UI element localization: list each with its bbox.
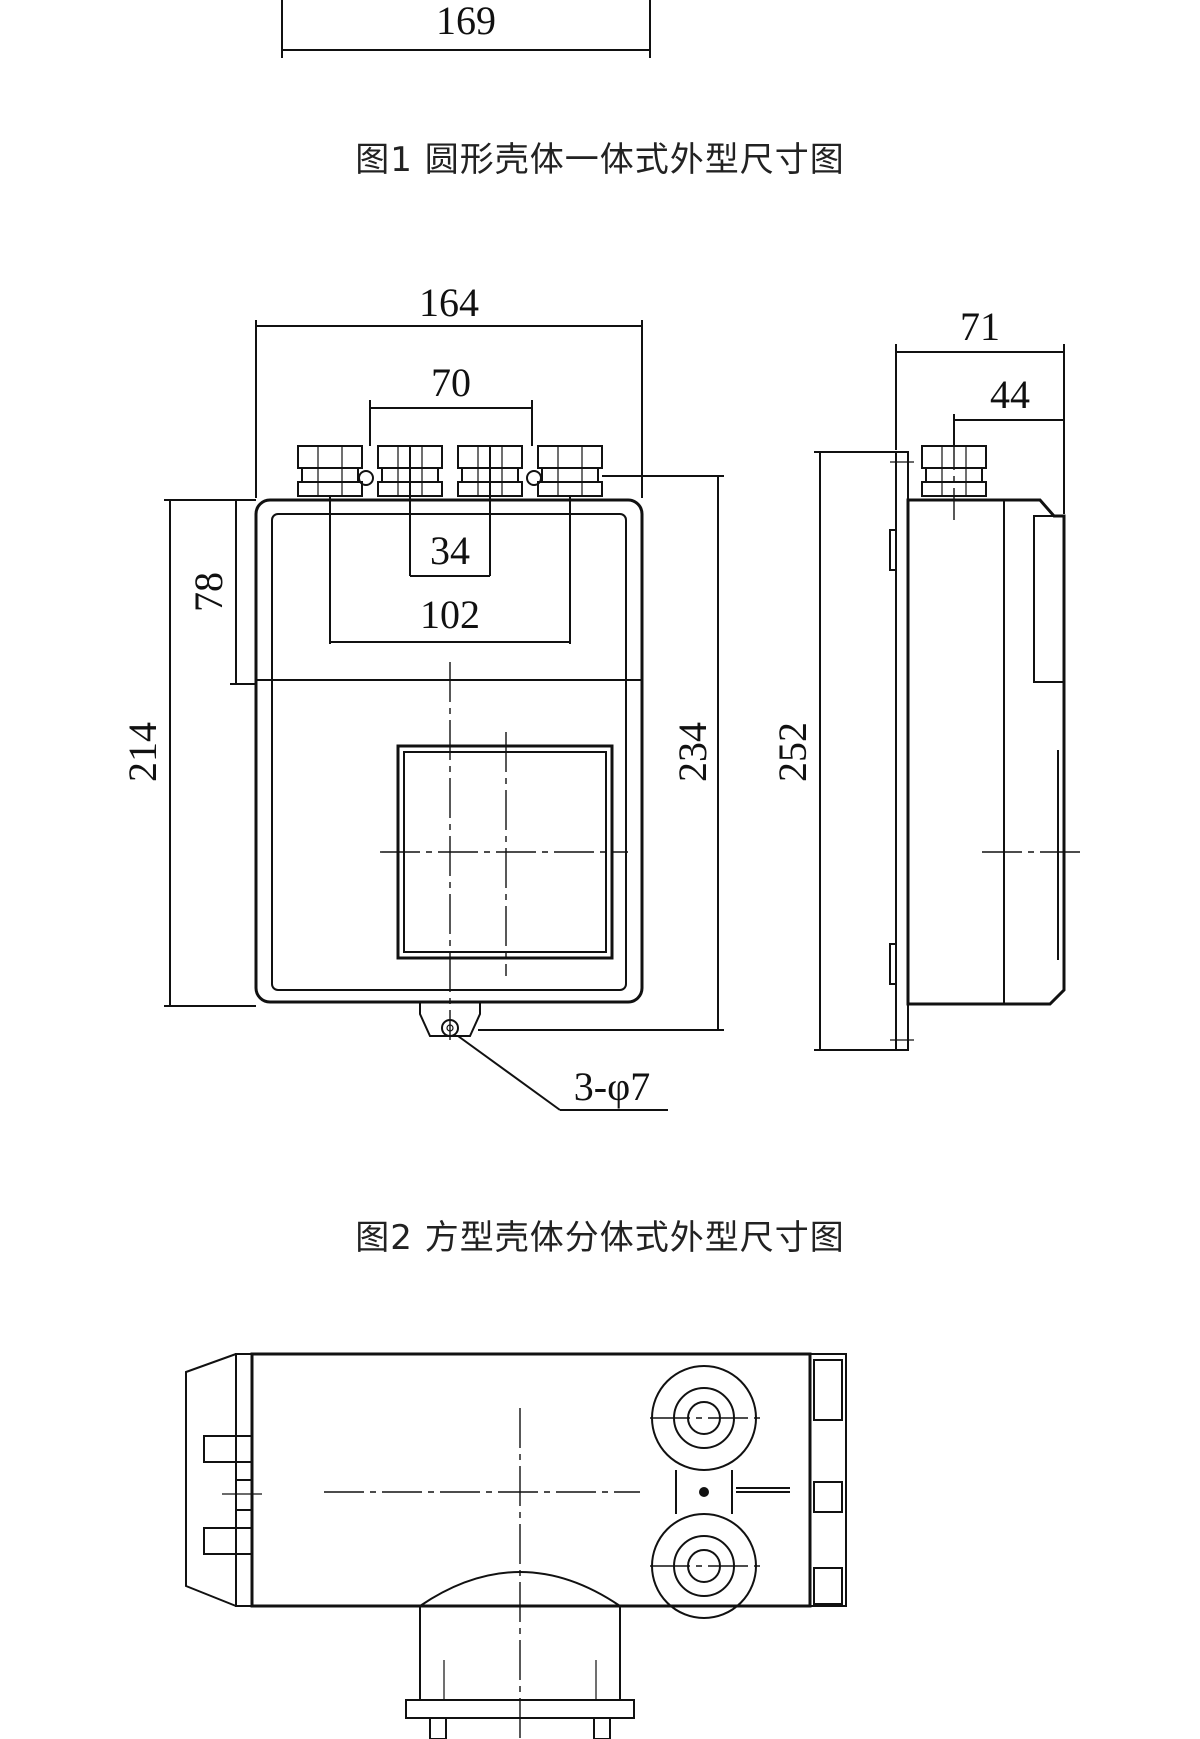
dim-side-depth: 71 bbox=[960, 304, 1000, 349]
dim-inner-span: 102 bbox=[420, 592, 480, 637]
cable-gland bbox=[297, 445, 363, 497]
figure2-side-view: 71 44 252 bbox=[770, 304, 1084, 1051]
cable-gland bbox=[537, 445, 603, 497]
dim-gland-spacing-outer: 70 bbox=[431, 360, 471, 405]
dim-upper-height: 78 bbox=[186, 572, 231, 612]
dim-mounting-holes: 3-φ7 bbox=[574, 1064, 650, 1109]
dim-gland-spacing-inner: 34 bbox=[430, 528, 470, 573]
housing-inner bbox=[271, 513, 627, 991]
figure2-front-view: 3-φ7 164 70 34 102 78 bbox=[120, 280, 724, 1111]
figure1-caption: 图1 圆形壳体一体式外型尺寸图 bbox=[355, 140, 845, 180]
round-glands bbox=[651, 1365, 790, 1619]
figure0-bottom-dimension: 169 bbox=[281, 0, 651, 58]
end-cap bbox=[185, 1353, 237, 1607]
screw-hole bbox=[358, 470, 374, 486]
main-body bbox=[250, 1352, 812, 1608]
figure2-caption: 图2 方型壳体分体式外型尺寸图 bbox=[355, 1218, 845, 1258]
screw-hole bbox=[526, 470, 542, 486]
cable-glands bbox=[297, 445, 603, 497]
housing-outline bbox=[254, 498, 644, 1004]
dim-total-height: 234 bbox=[670, 722, 715, 782]
dim-side-gland-offset: 44 bbox=[990, 372, 1030, 417]
dim-overall-width: 164 bbox=[419, 280, 479, 325]
neck-dome bbox=[419, 1571, 621, 1607]
mounting-plate bbox=[895, 451, 909, 1051]
dim-side-total-height: 252 bbox=[770, 722, 815, 782]
side-housing bbox=[906, 498, 1066, 1006]
dim-169: 169 bbox=[436, 0, 496, 43]
dim-body-height: 214 bbox=[120, 722, 165, 782]
figure3-view bbox=[185, 1352, 847, 1739]
